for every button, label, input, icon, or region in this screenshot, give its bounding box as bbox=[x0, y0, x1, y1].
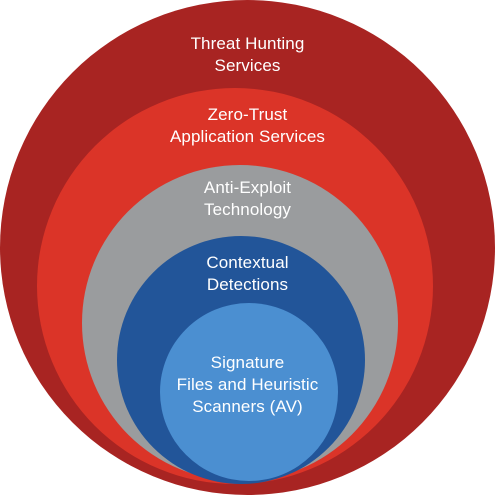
label-anti-exploit-technology: Anti-Exploit Technology bbox=[0, 177, 495, 221]
label-line: Zero-Trust bbox=[207, 105, 288, 124]
label-zero-trust-application-services: Zero-Trust Application Services bbox=[0, 104, 495, 148]
label-line: Threat Hunting bbox=[190, 34, 305, 53]
label-line: Services bbox=[214, 56, 281, 75]
label-line: Signature bbox=[210, 353, 285, 372]
label-line: Application Services bbox=[169, 127, 326, 146]
label-signature-heuristic-scanners: Signature Files and Heuristic Scanners (… bbox=[0, 352, 495, 418]
label-line: Anti-Exploit bbox=[203, 178, 292, 197]
label-line: Technology bbox=[203, 200, 291, 219]
label-contextual-detections: Contextual Detections bbox=[0, 252, 495, 296]
label-line: Detections bbox=[206, 275, 289, 294]
layer-signature-heuristic-scanners bbox=[160, 303, 338, 481]
label-line: Files and Heuristic bbox=[176, 375, 319, 394]
label-threat-hunting-services: Threat Hunting Services bbox=[0, 33, 495, 77]
label-line: Scanners (AV) bbox=[192, 397, 303, 416]
label-line: Contextual bbox=[206, 253, 289, 272]
